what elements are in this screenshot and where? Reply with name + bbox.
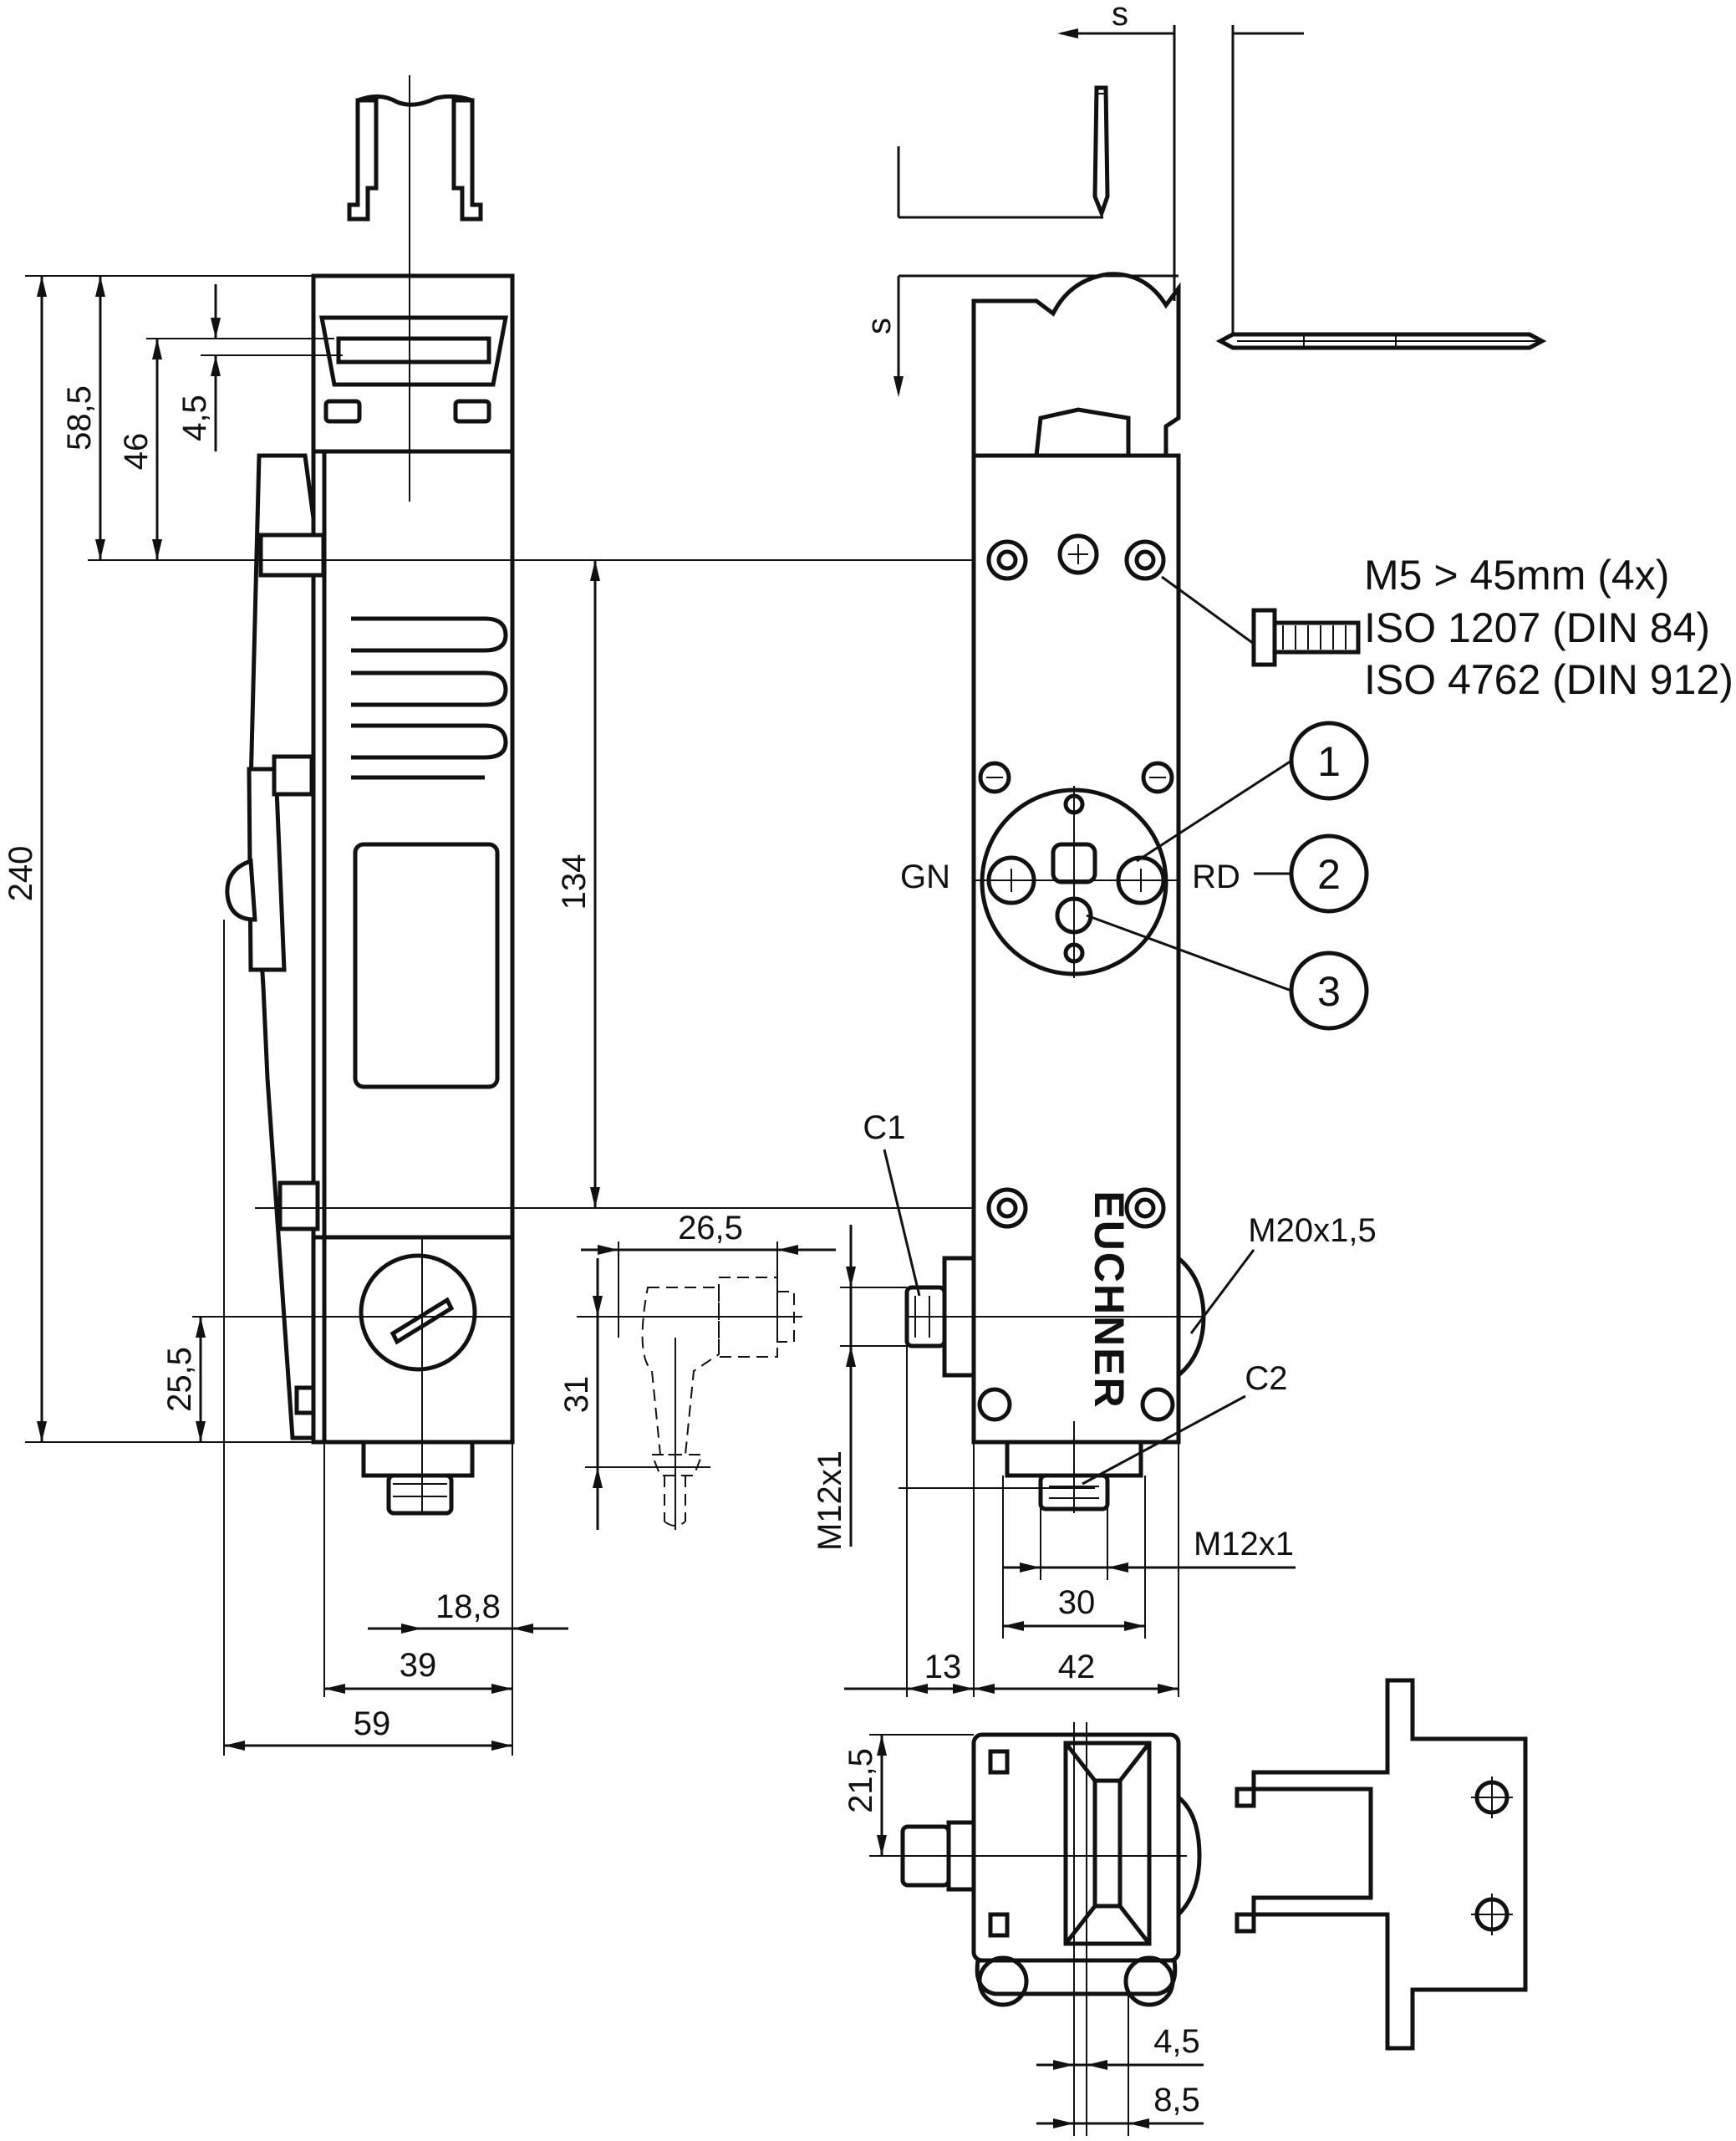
dim-18-8: 18,8 [435, 1588, 501, 1625]
dim-13: 13 [924, 1649, 962, 1685]
brand-logo: EUCHNER [1086, 1190, 1133, 1409]
side-view [192, 75, 515, 1516]
dim-134: 134 [556, 854, 593, 910]
screw-spec-line1: M5 > 45mm (4x) [1364, 552, 1669, 599]
connector-labels: C1 C2 M20x1,5 [863, 1109, 1377, 1486]
screw-spec-line2: ISO 1207 (DIN 84) [1364, 604, 1710, 651]
side-body [311, 449, 515, 1516]
dim-240: 240 [3, 846, 39, 902]
angled-plug-outline: 26,5 31 [558, 1210, 836, 1530]
label-c2: C2 [1245, 1360, 1287, 1397]
label-m20: M20x1,5 [1248, 1212, 1376, 1249]
side-head [311, 273, 515, 454]
callout-1: 1 [1317, 738, 1341, 785]
dim-30: 30 [1058, 1584, 1096, 1621]
dim-m12-c1: M12x1 [812, 1450, 848, 1551]
dim-26-5: 26,5 [678, 1210, 743, 1246]
travel-label-side: s [861, 318, 898, 334]
bottom-dimensions: 21,5 4,5 8,5 [843, 1735, 1204, 2128]
screw-spec: M5 > 45mm (4x) ISO 1207 (DIN 84) ISO 476… [1161, 552, 1733, 703]
side-actuator [347, 94, 483, 222]
dim-25-5: 25,5 [161, 1347, 198, 1412]
led-label-rd: RD [1192, 859, 1240, 895]
dim-m12-c2: M12x1 [1194, 1526, 1294, 1562]
dim-31: 31 [558, 1376, 595, 1414]
front-mounting-holes [977, 533, 1175, 1422]
front-dimensions: M12x1 M12x1 30 13 42 [812, 1225, 1296, 1697]
led-label-gn: GN [900, 859, 950, 895]
front-body [971, 453, 1181, 1445]
dim-46: 46 [118, 433, 155, 471]
side-flap [225, 453, 326, 1440]
dim-58-5: 58,5 [61, 385, 98, 451]
dim-39: 39 [400, 1647, 437, 1684]
dim-8-5: 8,5 [1153, 2082, 1200, 2118]
callouts: 1 2 3 GN RD [900, 721, 1369, 1031]
travel-label-top: s [1112, 0, 1128, 33]
front-view: EUCHNER [899, 272, 1206, 1513]
callout-2: 2 [1317, 851, 1341, 898]
callout-3: 3 [1317, 968, 1341, 1015]
label-c1: C1 [863, 1109, 905, 1146]
left-dimensions: 240 58,5 46 4,5 134 25,5 [3, 275, 1011, 1756]
dim-42: 42 [1058, 1649, 1096, 1685]
dim-59: 59 [354, 1705, 391, 1742]
dim-21-5: 21,5 [843, 1748, 879, 1813]
screw-spec-line3: ISO 4762 (DIN 912) [1364, 656, 1733, 703]
bottom-view [869, 1678, 1528, 2136]
dim-4-5-upper: 4,5 [176, 395, 213, 441]
actuator-insertion: s s [861, 0, 1547, 397]
dim-4-5-bottom: 4,5 [1153, 2023, 1200, 2060]
